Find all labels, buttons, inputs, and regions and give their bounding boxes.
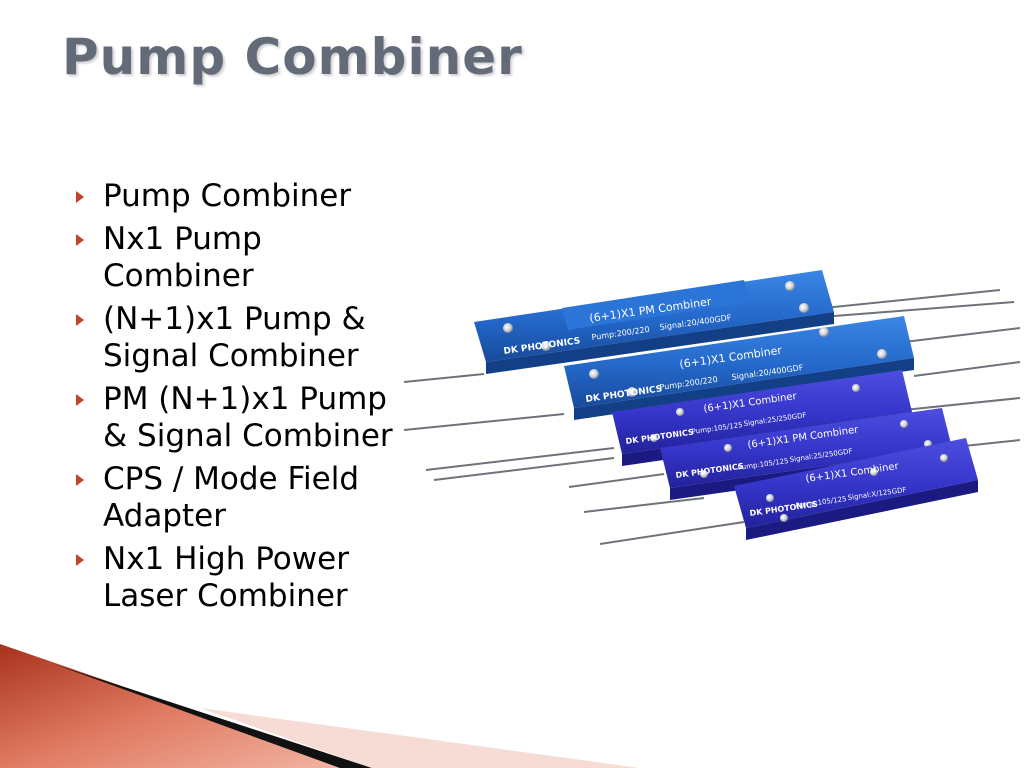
bullet-arrow-icon [76, 314, 84, 326]
bullet-item: (N+1)x1 Pump & Signal Combiner [74, 301, 414, 375]
bullet-text: PM (N+1)x1 Pump & Signal Combiner [103, 381, 393, 454]
slide-title: Pump Combiner [62, 28, 523, 86]
bullet-item: Nx1 Pump Combiner [74, 221, 414, 295]
bullet-arrow-icon [76, 554, 84, 566]
bullet-text: Pump Combiner [103, 178, 352, 214]
bullet-arrow-icon [76, 191, 84, 203]
bullet-text: (N+1)x1 Pump & Signal Combiner [103, 301, 366, 374]
bullet-text: Nx1 High Power Laser Combiner [103, 541, 349, 614]
bullet-arrow-icon [76, 474, 84, 486]
bullet-item: PM (N+1)x1 Pump & Signal Combiner [74, 381, 414, 455]
product-photo: DK PHOTONICS (6+1)X1 PM Combiner Pump:20… [404, 270, 1020, 545]
bullet-arrow-icon [76, 394, 84, 406]
bullet-text: Nx1 Pump Combiner [103, 221, 262, 294]
fiber-cables [404, 289, 1020, 545]
combiner-device: DK PHOTONICS (6+1)X1 Combiner Pump:200/2… [564, 316, 914, 420]
bullet-item: Pump Combiner [74, 178, 414, 215]
bullet-item: CPS / Mode Field Adapter [74, 461, 414, 535]
bullet-text: CPS / Mode Field Adapter [103, 461, 360, 534]
bullet-item: Nx1 High Power Laser Combiner [74, 541, 414, 615]
corner-swoosh-decoration [0, 644, 640, 768]
combiner-device: DK PHOTONICS (6+1)X1 Combiner Pump:105/1… [734, 438, 978, 540]
bullet-arrow-icon [76, 234, 84, 246]
bullet-list: Pump Combiner Nx1 Pump Combiner (N+1)x1 … [74, 178, 414, 621]
